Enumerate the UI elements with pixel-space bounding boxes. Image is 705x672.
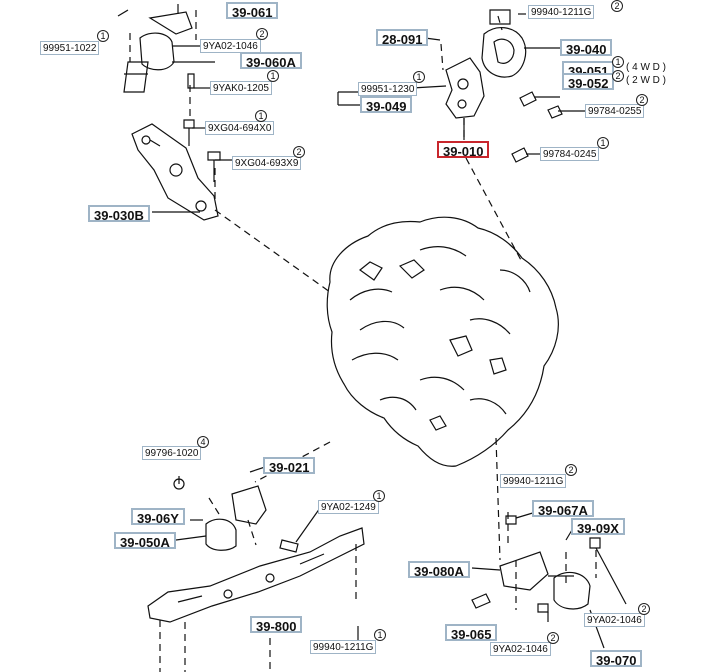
qty-99940-1211G-right: 2 (565, 464, 577, 476)
leader-dashes (129, 10, 597, 672)
bracket-30b (131, 123, 219, 221)
crossmember-800 (147, 527, 365, 623)
bolt-99784-0255 (519, 91, 563, 119)
part-28-091[interactable]: 28-091 (376, 29, 429, 47)
leader-solid (117, 9, 627, 649)
hw-9YA02-1249[interactable]: 9YA02-1249 (318, 500, 379, 514)
hw-99784-0245[interactable]: 99784-0245 (540, 147, 600, 161)
note-2wd: ( 2 W D ) (626, 75, 666, 86)
part-39-06Y[interactable]: 39-06Y (131, 508, 185, 526)
bolt-9ya02-1046-bottom (537, 603, 549, 613)
part-39-09X[interactable]: 39-09X (571, 518, 625, 536)
part-39-067A[interactable]: 39-067A (532, 500, 594, 518)
bolt-9ya02-1249 (279, 539, 299, 553)
qty-9YA02-1046-bottom: 2 (547, 632, 559, 644)
part-39-030B[interactable]: 39-030B (88, 205, 150, 223)
bracket-80a (499, 551, 549, 591)
hw-9YA02-1046-right[interactable]: 9YA02-1046 (584, 613, 645, 627)
part-39-010-selected[interactable]: 39-010 (437, 141, 490, 159)
qty-99784-0255: 2 (636, 94, 648, 106)
hw-99951-1230[interactable]: 99951-1230 (358, 82, 418, 96)
note-4wd: ( 4 W D ) (626, 62, 666, 73)
mount-40-top (489, 9, 511, 25)
mount-21-bracket (231, 485, 267, 525)
bracket-10-detail (457, 78, 469, 109)
hw-9YAK0-1205[interactable]: 9YAK0-1205 (210, 81, 272, 95)
stud-9yak0 (187, 73, 195, 89)
qty-39-051: 1 (612, 56, 624, 68)
hw-99940-1211G-right[interactable]: 99940-1211G (500, 474, 567, 488)
qty-9XG04-693X9: 2 (293, 146, 305, 158)
part-39-050A[interactable]: 39-050A (114, 532, 176, 550)
qty-99784-0245: 1 (597, 137, 609, 149)
mount-70-body (553, 571, 591, 610)
hw-9XG04-693X9[interactable]: 9XG04-693X9 (232, 156, 302, 170)
qty-9XG04-694X0: 1 (255, 110, 267, 122)
mount-60a-stud (123, 61, 149, 93)
hw-99784-0255[interactable]: 99784-0255 (585, 104, 645, 118)
part-39-052[interactable]: 39-052 (562, 73, 615, 91)
qty-9YA02-1046-right: 2 (638, 603, 650, 615)
engine-block-outline (326, 216, 559, 467)
part-39-080A[interactable]: 39-080A (408, 561, 470, 579)
bolt-39-09x (589, 537, 601, 549)
mount-60a-rubber (139, 32, 175, 71)
qty-99940-1211G-bottom: 1 (374, 629, 386, 641)
part-39-061[interactable]: 39-061 (226, 2, 279, 20)
crossmember-800-detail (177, 553, 325, 603)
bolt-9xg04-693x9 (207, 151, 221, 182)
part-39-040[interactable]: 39-040 (560, 39, 613, 57)
hw-99951-1022[interactable]: 99951-1022 (40, 41, 100, 55)
qty-39-052: 2 (612, 70, 624, 82)
part-39-800[interactable]: 39-800 (250, 616, 303, 634)
nut-39-067a (505, 515, 517, 525)
hw-99796-1020[interactable]: 99796-1020 (142, 446, 202, 460)
bracket-10 (445, 57, 485, 119)
hw-9YA02-1046-bottom[interactable]: 9YA02-1046 (490, 642, 551, 656)
part-39-065[interactable]: 39-065 (445, 624, 498, 642)
qty-99951-1022: 1 (97, 30, 109, 42)
part-39-060A[interactable]: 39-060A (240, 52, 302, 70)
qty-99951-1230: 1 (413, 71, 425, 83)
hw-99940-1211G-bottom[interactable]: 99940-1211G (310, 640, 377, 654)
mount-40-inner (493, 38, 515, 64)
bracket-30b-detail (141, 135, 207, 212)
engine-detail (349, 246, 531, 415)
qty-9YAK0-1205: 1 (267, 70, 279, 82)
qty-99796-1020: 4 (197, 436, 209, 448)
qty-9YA02-1249: 1 (373, 490, 385, 502)
engine-detail-2 (359, 259, 507, 431)
part-39-070[interactable]: 39-070 (590, 650, 643, 668)
part-39-049[interactable]: 39-049 (360, 96, 413, 114)
bolt-99784-0245 (511, 147, 529, 163)
mount-60a-arm (148, 4, 193, 35)
mount-40-body (481, 27, 527, 78)
qty-9YA02-1046-top: 2 (256, 28, 268, 40)
part-39-021[interactable]: 39-021 (263, 457, 316, 475)
hw-9YA02-1046-top[interactable]: 9YA02-1046 (200, 39, 261, 53)
mount-50a-body (205, 518, 237, 551)
hw-99940-1211G-top[interactable]: 99940-1211G (528, 5, 595, 19)
bolt-39-065 (471, 593, 491, 609)
bolt-9xg04-694x0 (183, 119, 195, 146)
hw-9XG04-694X0[interactable]: 9XG04-694X0 (205, 121, 275, 135)
qty-99940-1211G-top: 2 (611, 0, 623, 12)
bolt-99796-1020 (173, 476, 185, 490)
